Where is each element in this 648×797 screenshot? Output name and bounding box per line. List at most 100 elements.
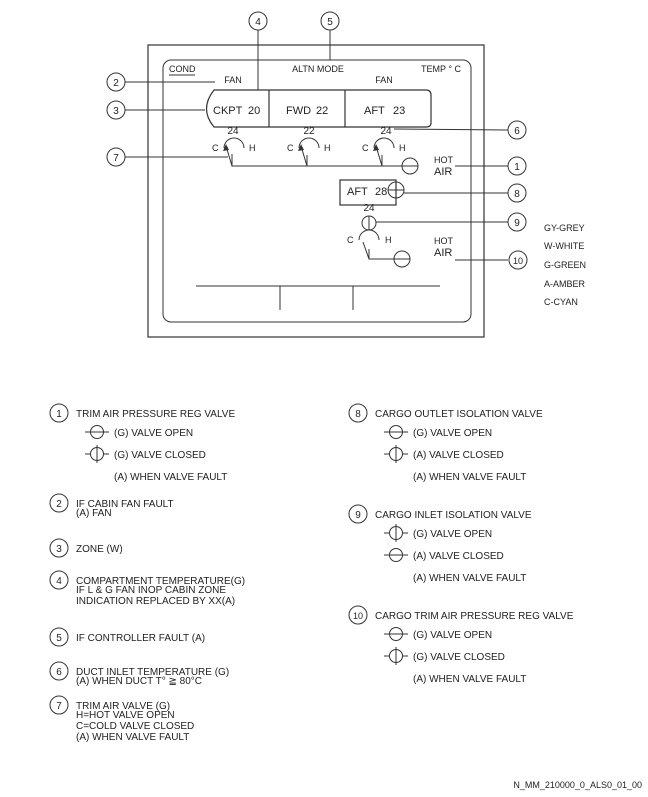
valve-hot-label: H	[249, 143, 256, 153]
display-inner-frame	[162, 59, 472, 323]
cargo-duct-temperature: 24	[363, 203, 375, 214]
legend-title: CARGO TRIM AIR PRESSURE REG VALVE	[375, 611, 574, 622]
zone-temperature: 23	[393, 105, 405, 117]
valve-dial-arc	[223, 137, 245, 149]
valve-dial-arc	[373, 137, 395, 149]
svg-text:2: 2	[113, 78, 119, 89]
legend-line: INDICATION REPLACED BY XX(A)	[76, 596, 235, 607]
legend-title: IF CONTROLLER FAULT (A)	[76, 633, 205, 644]
legend-title: TRIM AIR PRESSURE REG VALVE	[76, 409, 235, 420]
legend-callout-number: 8	[355, 409, 361, 420]
valve-hot-label: H	[324, 143, 331, 153]
svg-text:3: 3	[113, 106, 119, 117]
legend-title: COMPARTMENT TEMPERATURE(G)	[76, 576, 245, 587]
zone-ckpt: CKPT 20 24	[213, 105, 260, 137]
trim-air-valve-fwd: C H	[287, 137, 331, 167]
legend-callout-number: 10	[353, 611, 363, 621]
legend-callout-number: 9	[355, 510, 361, 521]
legend-callout-circle	[49, 627, 69, 647]
svg-text:7: 7	[113, 153, 119, 164]
legend-line: (A) WHEN VALVE FAULT	[76, 732, 189, 743]
legend-item-6: 6 DUCT INLET TEMPERATURE (G)(A) WHEN DUCT…	[49, 661, 229, 687]
legend-callout-number: 2	[56, 499, 62, 510]
valve-closed-horizontal-icon	[384, 548, 408, 562]
cargo-valve-cold-label: C	[347, 235, 354, 245]
legend-item-4: 4 COMPARTMENT TEMPERATURE(G)IF L & G FAN …	[49, 570, 245, 607]
legend-line: IF L & G FAN INOP CABIN ZONE	[76, 585, 226, 596]
legend-title: IF CABIN FAN FAULT	[76, 499, 174, 510]
legend-line: (A) WHEN VALVE FAULT	[413, 674, 526, 685]
hot-air-label-line2: AIR	[434, 166, 452, 178]
duct-temperature: 22	[303, 126, 315, 137]
trim-air-pressure-reg-valve-icon	[401, 157, 419, 175]
valve-cold-label: C	[212, 143, 219, 153]
zone-fwd: FWD 22 22	[286, 105, 328, 137]
legend-callout-number: 4	[56, 576, 62, 587]
valve-open-vertical-icon	[384, 524, 408, 542]
duct-temperature: 24	[227, 126, 239, 137]
legend-callout-circle	[49, 403, 69, 423]
cargo-trim-air-pressure-reg-valve-icon	[393, 250, 411, 268]
legend-line: (G) VALVE OPEN	[413, 529, 492, 540]
legend-item-9: 9 CARGO INLET ISOLATION VALVE (G) VALVE OP…	[348, 504, 532, 584]
valve-open-horizontal-icon	[384, 627, 408, 641]
display-outer-frame	[147, 44, 485, 338]
svg-text:9: 9	[514, 218, 520, 229]
callout-1: 1	[507, 156, 527, 176]
cargo-valve-needle	[362, 241, 370, 260]
zone-temperature: 20	[248, 105, 260, 117]
cargo-outlet-isolation-valve-icon	[387, 181, 405, 199]
callout-2: 2	[106, 72, 126, 92]
trim-air-valve-ckpt: C H	[212, 137, 256, 167]
fan-right-label: FAN	[375, 75, 393, 85]
color-key-item: C-CYAN	[544, 297, 578, 307]
valve-hot-label: H	[399, 143, 406, 153]
callout-10: 10	[508, 250, 528, 270]
fan-left-label: FAN	[224, 75, 242, 85]
color-key-item: W-WHITE	[544, 241, 584, 251]
cargo-valve-dial-arc	[358, 229, 380, 241]
legend-callout-number: 6	[56, 667, 62, 678]
legend-line: (A) WHEN VALVE FAULT	[114, 472, 227, 483]
hot-air-manifold-line	[231, 154, 402, 167]
legend-title: TRIM AIR VALVE (G)	[76, 701, 170, 712]
legend-line: (G) VALVE CLOSED	[413, 652, 505, 663]
duct-temperature: 24	[380, 126, 392, 137]
legend-callout-circle	[49, 538, 69, 558]
legend-line: (A) WHEN DUCT T° ≧ 80°C	[76, 676, 202, 687]
legend-line: (A) FAN	[76, 508, 112, 519]
zone-name: FWD	[286, 105, 311, 117]
zone-name: AFT	[364, 105, 385, 117]
callout-4: 4	[248, 11, 268, 31]
callout-5: 5	[320, 11, 340, 31]
legend-item-2: 2 IF CABIN FAN FAULT(A) FAN	[49, 493, 174, 519]
altn-mode-label: ALTN MODE	[292, 64, 344, 74]
color-key-item: A-AMBER	[544, 279, 586, 289]
legend-callout-number: 5	[56, 633, 62, 644]
legend-callout-number: 7	[56, 701, 62, 712]
legend-callout-circle	[49, 695, 69, 715]
valve-open-horizontal-icon	[85, 425, 109, 439]
legend-line: (G) VALVE OPEN	[114, 428, 193, 439]
valve-closed-vertical-icon	[384, 445, 408, 463]
legend-callout-circle	[49, 661, 69, 681]
zone-box-outline	[205, 89, 432, 128]
valve-cold-label: C	[287, 143, 294, 153]
callout-3: 3	[106, 100, 126, 120]
cargo-hot-air-line	[368, 249, 394, 260]
legend-title: DUCT INLET TEMPERATURE (G)	[76, 667, 229, 678]
legend-item-10: 10 CARGO TRIM AIR PRESSURE REG VALVE (G) V…	[348, 605, 574, 685]
legend-line: (G) VALVE CLOSED	[114, 450, 206, 461]
svg-text:1: 1	[514, 162, 520, 173]
cargo-valve-hot-label: H	[385, 235, 392, 245]
legend-title: CARGO INLET ISOLATION VALVE	[375, 510, 532, 521]
legend-callout-circle	[49, 570, 69, 590]
valve-cold-label: C	[362, 143, 369, 153]
color-key-item: GY-GREY	[544, 223, 585, 233]
color-key: GY-GREY W-WHITE G-GREEN A-AMBER C-CYAN	[544, 223, 586, 307]
document-reference: N_MM_210000_0_ALS0_01_00	[513, 780, 642, 790]
